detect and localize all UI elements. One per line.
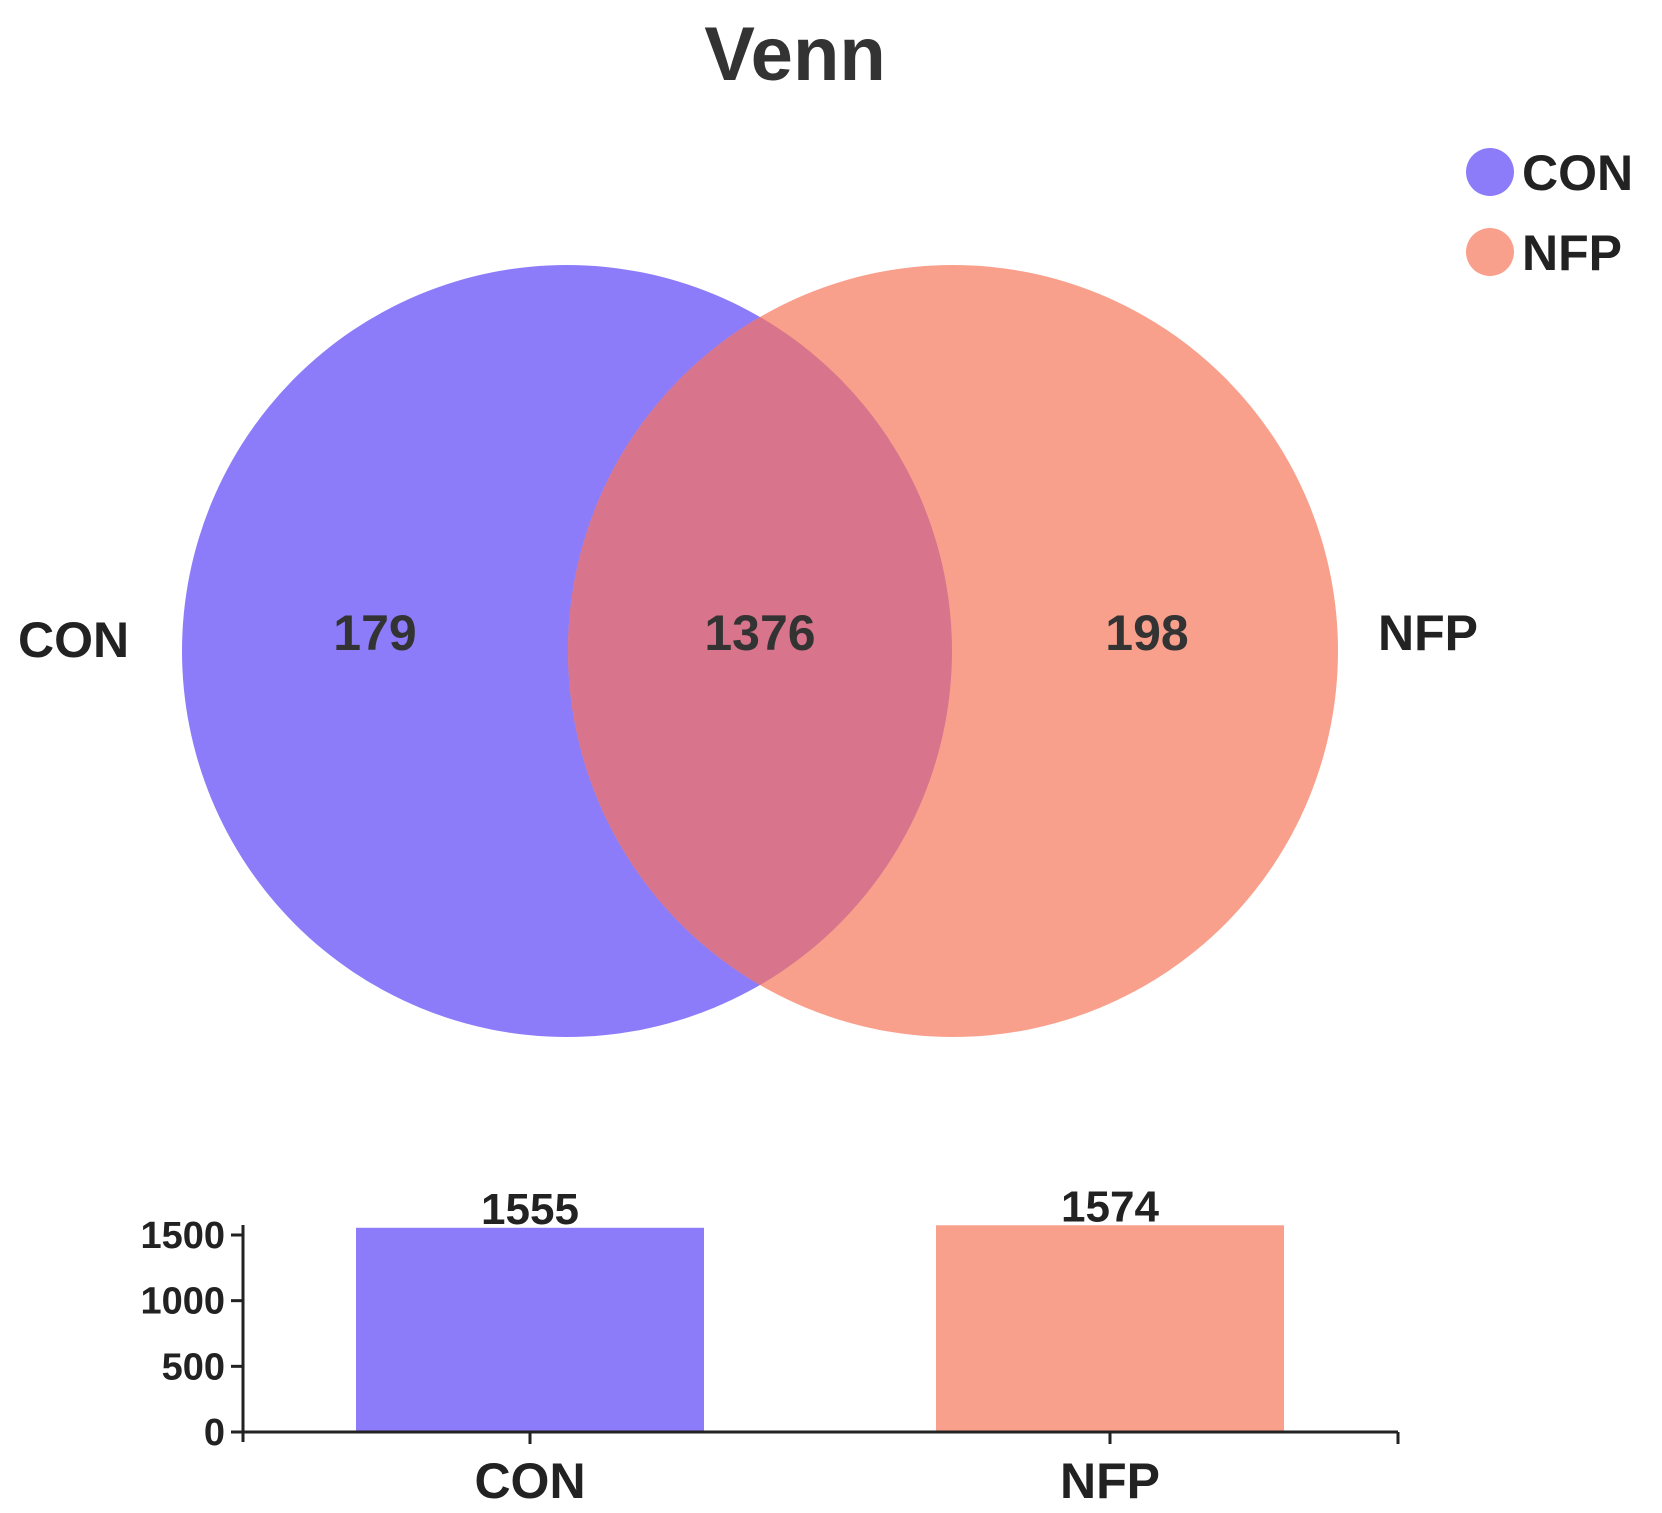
bar-value-label-con: 1555 xyxy=(481,1185,579,1234)
region-label-con-only: 179 xyxy=(333,605,416,661)
set-label-nfp: NFP xyxy=(1378,605,1478,661)
bar-nfp xyxy=(936,1225,1284,1432)
set-label-con: CON xyxy=(18,612,129,668)
bar-value-label-nfp: 1574 xyxy=(1061,1182,1159,1231)
legend-label-nfp: NFP xyxy=(1522,225,1622,281)
venn-intersection xyxy=(568,265,952,1037)
legend-swatch-nfp xyxy=(1466,228,1514,276)
x-tick-label-nfp: NFP xyxy=(1060,1453,1160,1509)
x-tick-label-con: CON xyxy=(474,1453,585,1509)
region-label-intersection: 1376 xyxy=(704,605,815,661)
chart-title: Venn xyxy=(704,12,886,97)
bar-con xyxy=(356,1227,704,1432)
legend: CON NFP xyxy=(1466,145,1633,281)
y-tick-label-1500: 1500 xyxy=(140,1215,225,1257)
y-tick-label-500: 500 xyxy=(162,1346,225,1388)
venn-diagram: 179 1376 198 CON NFP xyxy=(18,265,1478,1037)
y-tick-label-1000: 1000 xyxy=(140,1281,225,1323)
legend-swatch-con xyxy=(1466,148,1514,196)
y-tick-label-0: 0 xyxy=(204,1412,225,1454)
region-label-nfp-only: 198 xyxy=(1105,605,1188,661)
legend-label-con: CON xyxy=(1522,145,1633,201)
